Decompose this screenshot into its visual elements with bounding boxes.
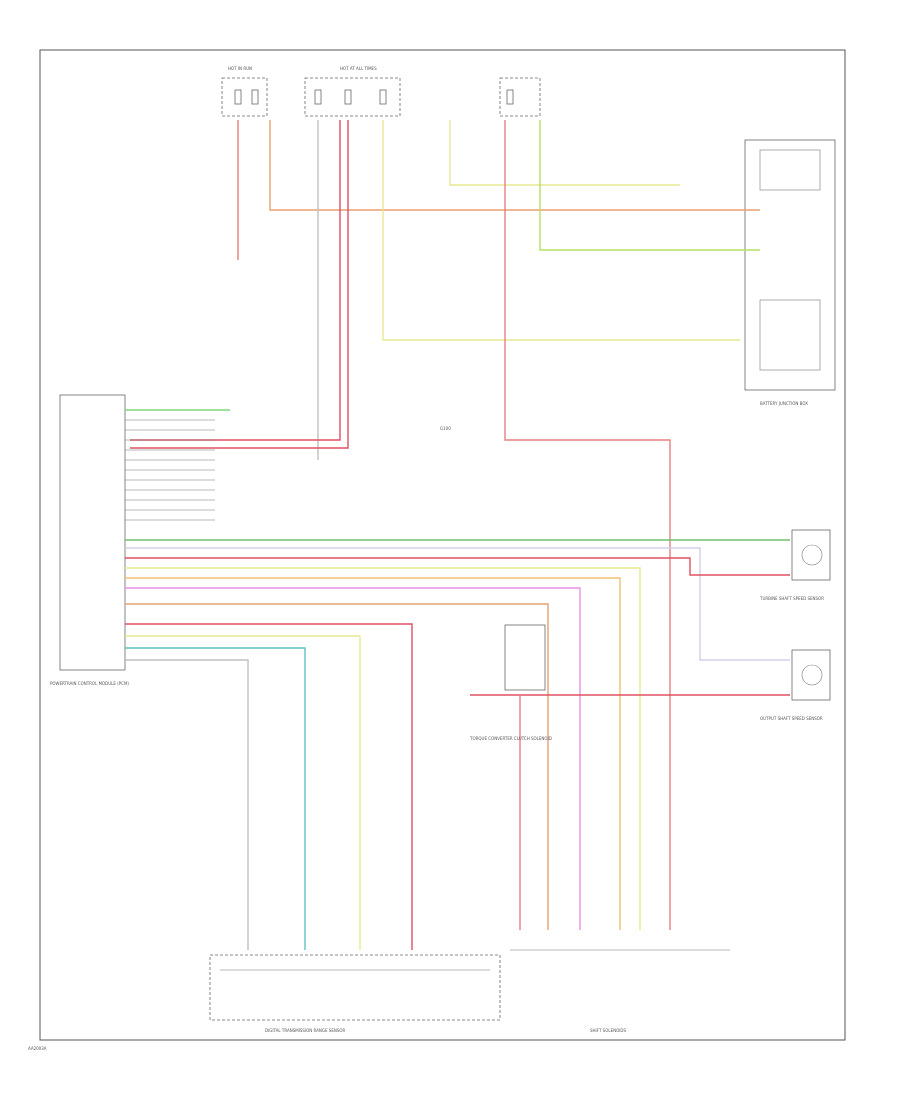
svg-text:TURBINE SHAFT SPEED SENSOR: TURBINE SHAFT SPEED SENSOR	[759, 596, 824, 601]
diagram-code: AA2003A	[28, 1046, 47, 1051]
fuse-block-hot-in-run: HOT IN RUN	[221, 66, 268, 117]
range-sensor: DIGITAL TRANSMISSION RANGE SENSOR	[209, 954, 501, 1033]
svg-text:POWERTRAIN CONTROL MODULE (PCM: POWERTRAIN CONTROL MODULE (PCM)	[50, 681, 129, 686]
svg-text:HOT AT ALL TIMES: HOT AT ALL TIMES	[340, 66, 377, 71]
svg-text:OUTPUT SHAFT SPEED SENSOR: OUTPUT SHAFT SPEED SENSOR	[760, 716, 823, 721]
turbine-speed-sensor: TURBINE SHAFT SPEED SENSOR	[759, 529, 831, 601]
shift-solenoids: SHIFT SOLENOIDS	[510, 949, 730, 1033]
svg-text:BATTERY JUNCTION BOX: BATTERY JUNCTION BOX	[760, 401, 808, 406]
svg-text:TORQUE CONVERTER CLUTCH SOLENO: TORQUE CONVERTER CLUTCH SOLENOID	[469, 736, 552, 741]
ground-label: G100	[440, 426, 451, 431]
fuse-block-hot-at-all-times: HOT AT ALL TIMES	[304, 66, 401, 117]
diagram-frame	[39, 49, 846, 1041]
svg-text:DIGITAL TRANSMISSION RANGE SEN: DIGITAL TRANSMISSION RANGE SENSOR	[265, 1028, 346, 1033]
fuse-block-right	[499, 77, 541, 117]
output-speed-sensor: OUTPUT SHAFT SPEED SENSOR	[760, 649, 831, 721]
wire-group-top	[130, 120, 760, 930]
battery-junction-box: BATTERY JUNCTION BOX	[744, 139, 836, 406]
svg-text:HOT IN RUN: HOT IN RUN	[228, 66, 252, 71]
pcm-connector: POWERTRAIN CONTROL MODULE (PCM)	[50, 394, 215, 686]
svg-text:SHIFT SOLENOIDS: SHIFT SOLENOIDS	[590, 1028, 627, 1033]
wire-group-pcm	[125, 409, 790, 950]
tcc-solenoid: TORQUE CONVERTER CLUTCH SOLENOID	[469, 624, 552, 741]
